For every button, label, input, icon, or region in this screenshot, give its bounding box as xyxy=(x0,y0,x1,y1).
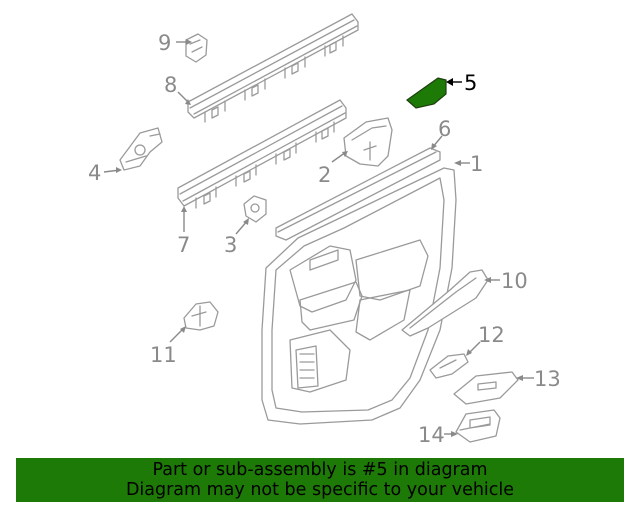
part-8-upper-rail xyxy=(187,13,359,123)
callout-5-label: 5 xyxy=(464,71,477,95)
part-3-clip xyxy=(243,195,267,223)
callout-1-label: 1 xyxy=(470,152,483,176)
callout-1: 1 xyxy=(454,152,483,176)
callout-7: 7 xyxy=(177,206,190,257)
part-6-belt-strip xyxy=(275,147,441,241)
part-11-bracket xyxy=(183,301,219,331)
callout-10-label: 10 xyxy=(501,269,528,293)
banner-line-1: Part or sub-assembly is #5 in diagram xyxy=(152,460,488,480)
callout-2: 2 xyxy=(318,151,348,187)
callout-11: 11 xyxy=(150,326,186,367)
callout-4: 4 xyxy=(88,161,122,185)
callout-8: 8 xyxy=(164,73,191,105)
callout-13-label: 13 xyxy=(534,367,561,391)
callout-6: 6 xyxy=(431,117,451,150)
callout-5: 5 xyxy=(446,71,477,95)
part-5-trim-highlighted xyxy=(406,77,447,109)
part-12-switch-cover xyxy=(429,353,469,379)
callout-10: 10 xyxy=(484,269,528,293)
callout-12: 12 xyxy=(466,323,505,356)
callout-14: 14 xyxy=(418,423,458,447)
banner-line-2: Diagram may not be specific to your vehi… xyxy=(125,480,515,500)
callout-7-label: 7 xyxy=(177,233,190,257)
part-13-switch-panel xyxy=(453,371,519,405)
parts-diagram: 9 8 5 6 1 4 2 7 3 10 xyxy=(88,13,561,447)
part-notice-banner: Part or sub-assembly is #5 in diagram Di… xyxy=(16,458,624,502)
part-1-door-trim-panel xyxy=(261,167,457,425)
part-14-window-switch xyxy=(455,409,501,443)
callout-6-label: 6 xyxy=(438,117,451,141)
part-4-latch xyxy=(119,127,163,171)
callout-11-label: 11 xyxy=(150,343,177,367)
part-2-inner-handle-bracket xyxy=(343,117,393,167)
callout-14-label: 14 xyxy=(418,423,445,447)
callout-8-label: 8 xyxy=(164,73,177,97)
callout-3: 3 xyxy=(224,218,249,257)
callout-4-label: 4 xyxy=(88,161,101,185)
callout-9-label: 9 xyxy=(158,31,171,55)
callout-3-label: 3 xyxy=(224,233,237,257)
callout-13: 13 xyxy=(516,367,561,391)
callout-2-label: 2 xyxy=(318,163,331,187)
callout-12-label: 12 xyxy=(478,323,505,347)
part-7-lower-rail xyxy=(177,99,347,209)
part-9-bracket xyxy=(185,33,208,63)
callout-9: 9 xyxy=(158,31,192,55)
